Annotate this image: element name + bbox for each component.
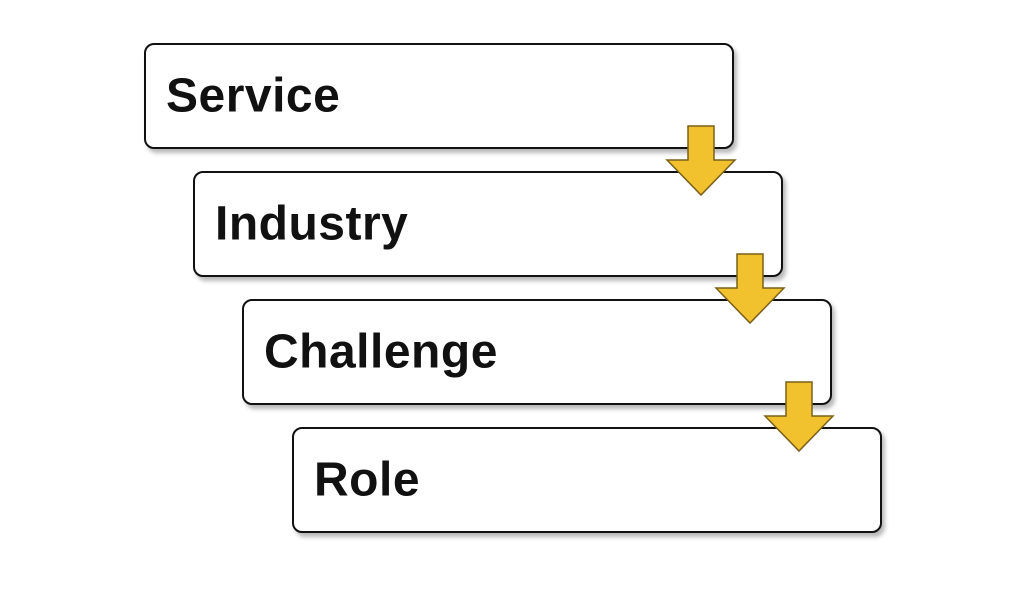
step-box-service: Service — [144, 43, 734, 149]
step-box-role: Role — [292, 427, 882, 533]
step-box-challenge: Challenge — [242, 299, 832, 405]
step-label-role: Role — [314, 453, 421, 507]
step-label-industry: Industry — [215, 197, 409, 251]
down-arrow-icon — [763, 381, 835, 453]
down-arrow-icon — [714, 253, 786, 325]
step-label-service: Service — [166, 69, 341, 123]
step-box-industry: Industry — [193, 171, 783, 277]
down-arrow-icon — [665, 125, 737, 197]
step-label-challenge: Challenge — [264, 325, 498, 379]
